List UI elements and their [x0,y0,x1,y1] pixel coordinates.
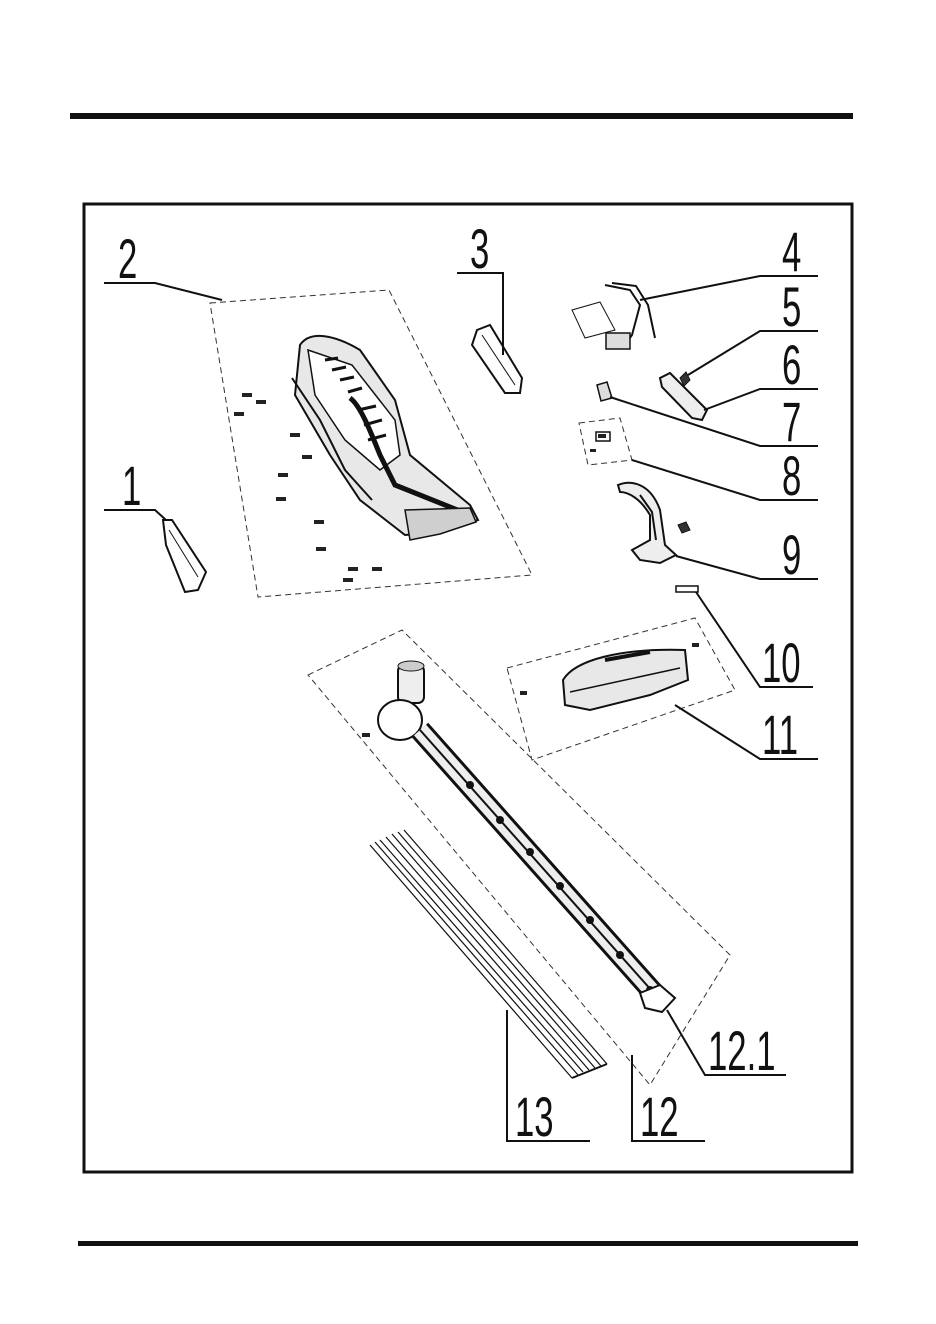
switch-assembly-part [590,432,610,452]
main-housing-part [234,336,478,582]
battery-pack-part [520,643,699,710]
switch-block-part [597,382,612,401]
callout-2: 2 [118,228,137,291]
callout-13: 13 [515,1086,554,1149]
callout-10: 10 [762,632,801,695]
side-cover-part [163,520,206,592]
callout-5: 5 [782,276,801,339]
pin-part [676,586,698,592]
callout-11: 11 [762,704,798,767]
blade-guard-part [370,830,607,1078]
callout-9: 9 [782,524,801,587]
callout-6: 6 [782,334,801,397]
callout-12-1: 12.1 [708,1020,776,1083]
callout-8: 8 [782,445,801,508]
trigger-handle-part [618,483,690,563]
callout-4: 4 [782,221,801,284]
callout-1: 1 [122,455,141,518]
wiring-harness-part [572,283,655,349]
footer-rule [78,1241,858,1246]
callout-12: 12 [640,1086,679,1149]
top-cover-part [472,325,522,393]
callout-3: 3 [470,218,489,281]
